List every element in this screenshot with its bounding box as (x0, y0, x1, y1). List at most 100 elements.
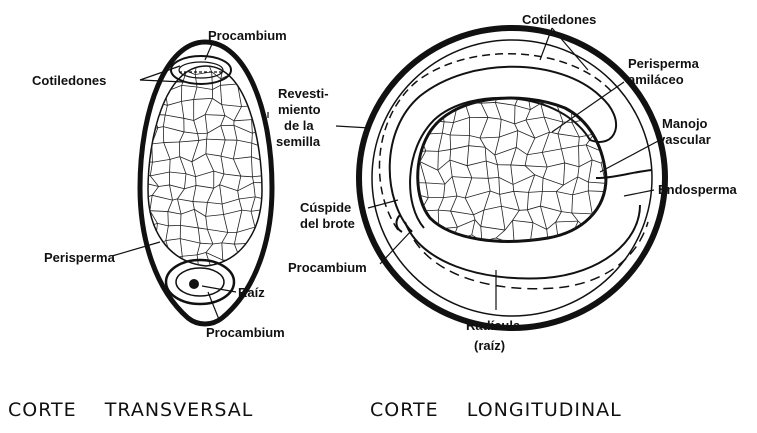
cell-wall (429, 227, 439, 229)
cell-wall (205, 98, 212, 114)
cell-wall (222, 204, 223, 215)
cell-wall (254, 183, 256, 197)
cell-wall (180, 225, 198, 228)
cell-wall (540, 206, 561, 212)
cell-wall (212, 72, 213, 90)
cell-wall (423, 110, 425, 120)
cell-wall (563, 163, 564, 185)
cell-wall (527, 152, 542, 154)
cell-wall (152, 144, 153, 162)
cell-wall (451, 211, 458, 227)
cell-wall (488, 178, 490, 191)
cell-wall (206, 154, 214, 171)
cell-wall (407, 153, 412, 160)
cell-wall (200, 243, 213, 244)
cell-wall (153, 102, 167, 105)
cell-wall (222, 243, 235, 244)
cell-wall (150, 57, 167, 60)
cell-wall (527, 85, 531, 110)
cell-wall (164, 258, 172, 268)
cell-wall (238, 191, 239, 199)
cell-wall (435, 90, 441, 101)
cell-wall (499, 92, 520, 94)
label-procambium-bottom: Procambium (206, 325, 285, 340)
cell-wall (196, 171, 214, 176)
perisperm-outline (148, 66, 262, 266)
cell-wall (159, 185, 170, 187)
cell-wall (549, 93, 564, 96)
cell-wall (511, 147, 517, 165)
cell-wall (495, 155, 498, 165)
cell-wall (556, 192, 561, 212)
cell-wall (579, 137, 580, 146)
cell-wall (407, 151, 426, 153)
cell-wall (222, 105, 242, 107)
cell-wall (420, 162, 438, 171)
cell-wall (442, 133, 450, 135)
cell-wall (474, 210, 484, 215)
cell-wall (221, 115, 225, 125)
cell-wall (467, 161, 486, 166)
cell-wall (530, 103, 540, 109)
cell-wall (168, 212, 169, 226)
cell-wall (481, 226, 505, 230)
cell-wall (222, 105, 225, 116)
cell-wall (193, 202, 207, 203)
cell-wall (515, 105, 530, 109)
cell-wall (251, 157, 252, 177)
cell-wall (136, 133, 140, 140)
cell-wall (252, 72, 262, 76)
cell-wall (233, 140, 237, 159)
cell-wall (499, 177, 500, 194)
cell-wall (166, 239, 180, 241)
cell-wall (496, 230, 505, 238)
cell-wall (220, 85, 221, 104)
cell-wall (455, 85, 472, 86)
cell-wall (137, 70, 139, 87)
cell-wall (588, 160, 592, 182)
cell-wall (195, 74, 197, 87)
cell-wall (193, 185, 196, 201)
cell-wall (197, 243, 200, 255)
cell-wall (150, 255, 171, 258)
cell-wall (262, 209, 265, 225)
cell-wall (411, 104, 423, 110)
cell-wall (556, 185, 563, 191)
cell-wall (481, 88, 500, 92)
cell-wall (480, 117, 488, 138)
cell-wall (520, 85, 527, 94)
cell-wall (251, 211, 255, 227)
cell-wall (205, 115, 207, 134)
cell-wall (234, 107, 242, 121)
cell-wall (438, 198, 443, 211)
cell-wall (252, 143, 261, 146)
cell-wall (207, 229, 227, 232)
cell-wall (263, 77, 268, 90)
cell-wall (480, 137, 499, 138)
cell-wall (438, 149, 450, 151)
cell-wall (136, 111, 140, 133)
cell-wall (255, 227, 257, 243)
cell-wall (150, 162, 152, 176)
cell-wall (561, 212, 571, 213)
cell-wall (490, 191, 500, 194)
cell-wall (234, 125, 237, 140)
cell-wall (501, 206, 519, 210)
cell-wall (469, 136, 480, 138)
cell-wall (144, 267, 152, 268)
cell-wall (435, 85, 455, 90)
cell-wall (224, 210, 242, 214)
cell-wall (207, 125, 220, 133)
cell-wall (556, 222, 558, 236)
cell-wall (213, 85, 221, 89)
cell-wall (152, 159, 170, 162)
cell-wall (194, 209, 205, 216)
cell-wall (474, 215, 475, 220)
cell-wall (207, 133, 208, 139)
cell-wall (194, 87, 197, 99)
cell-wall (604, 115, 608, 138)
cell-wall (221, 156, 224, 174)
cell-wall (409, 133, 420, 135)
cell-wall (556, 212, 562, 222)
